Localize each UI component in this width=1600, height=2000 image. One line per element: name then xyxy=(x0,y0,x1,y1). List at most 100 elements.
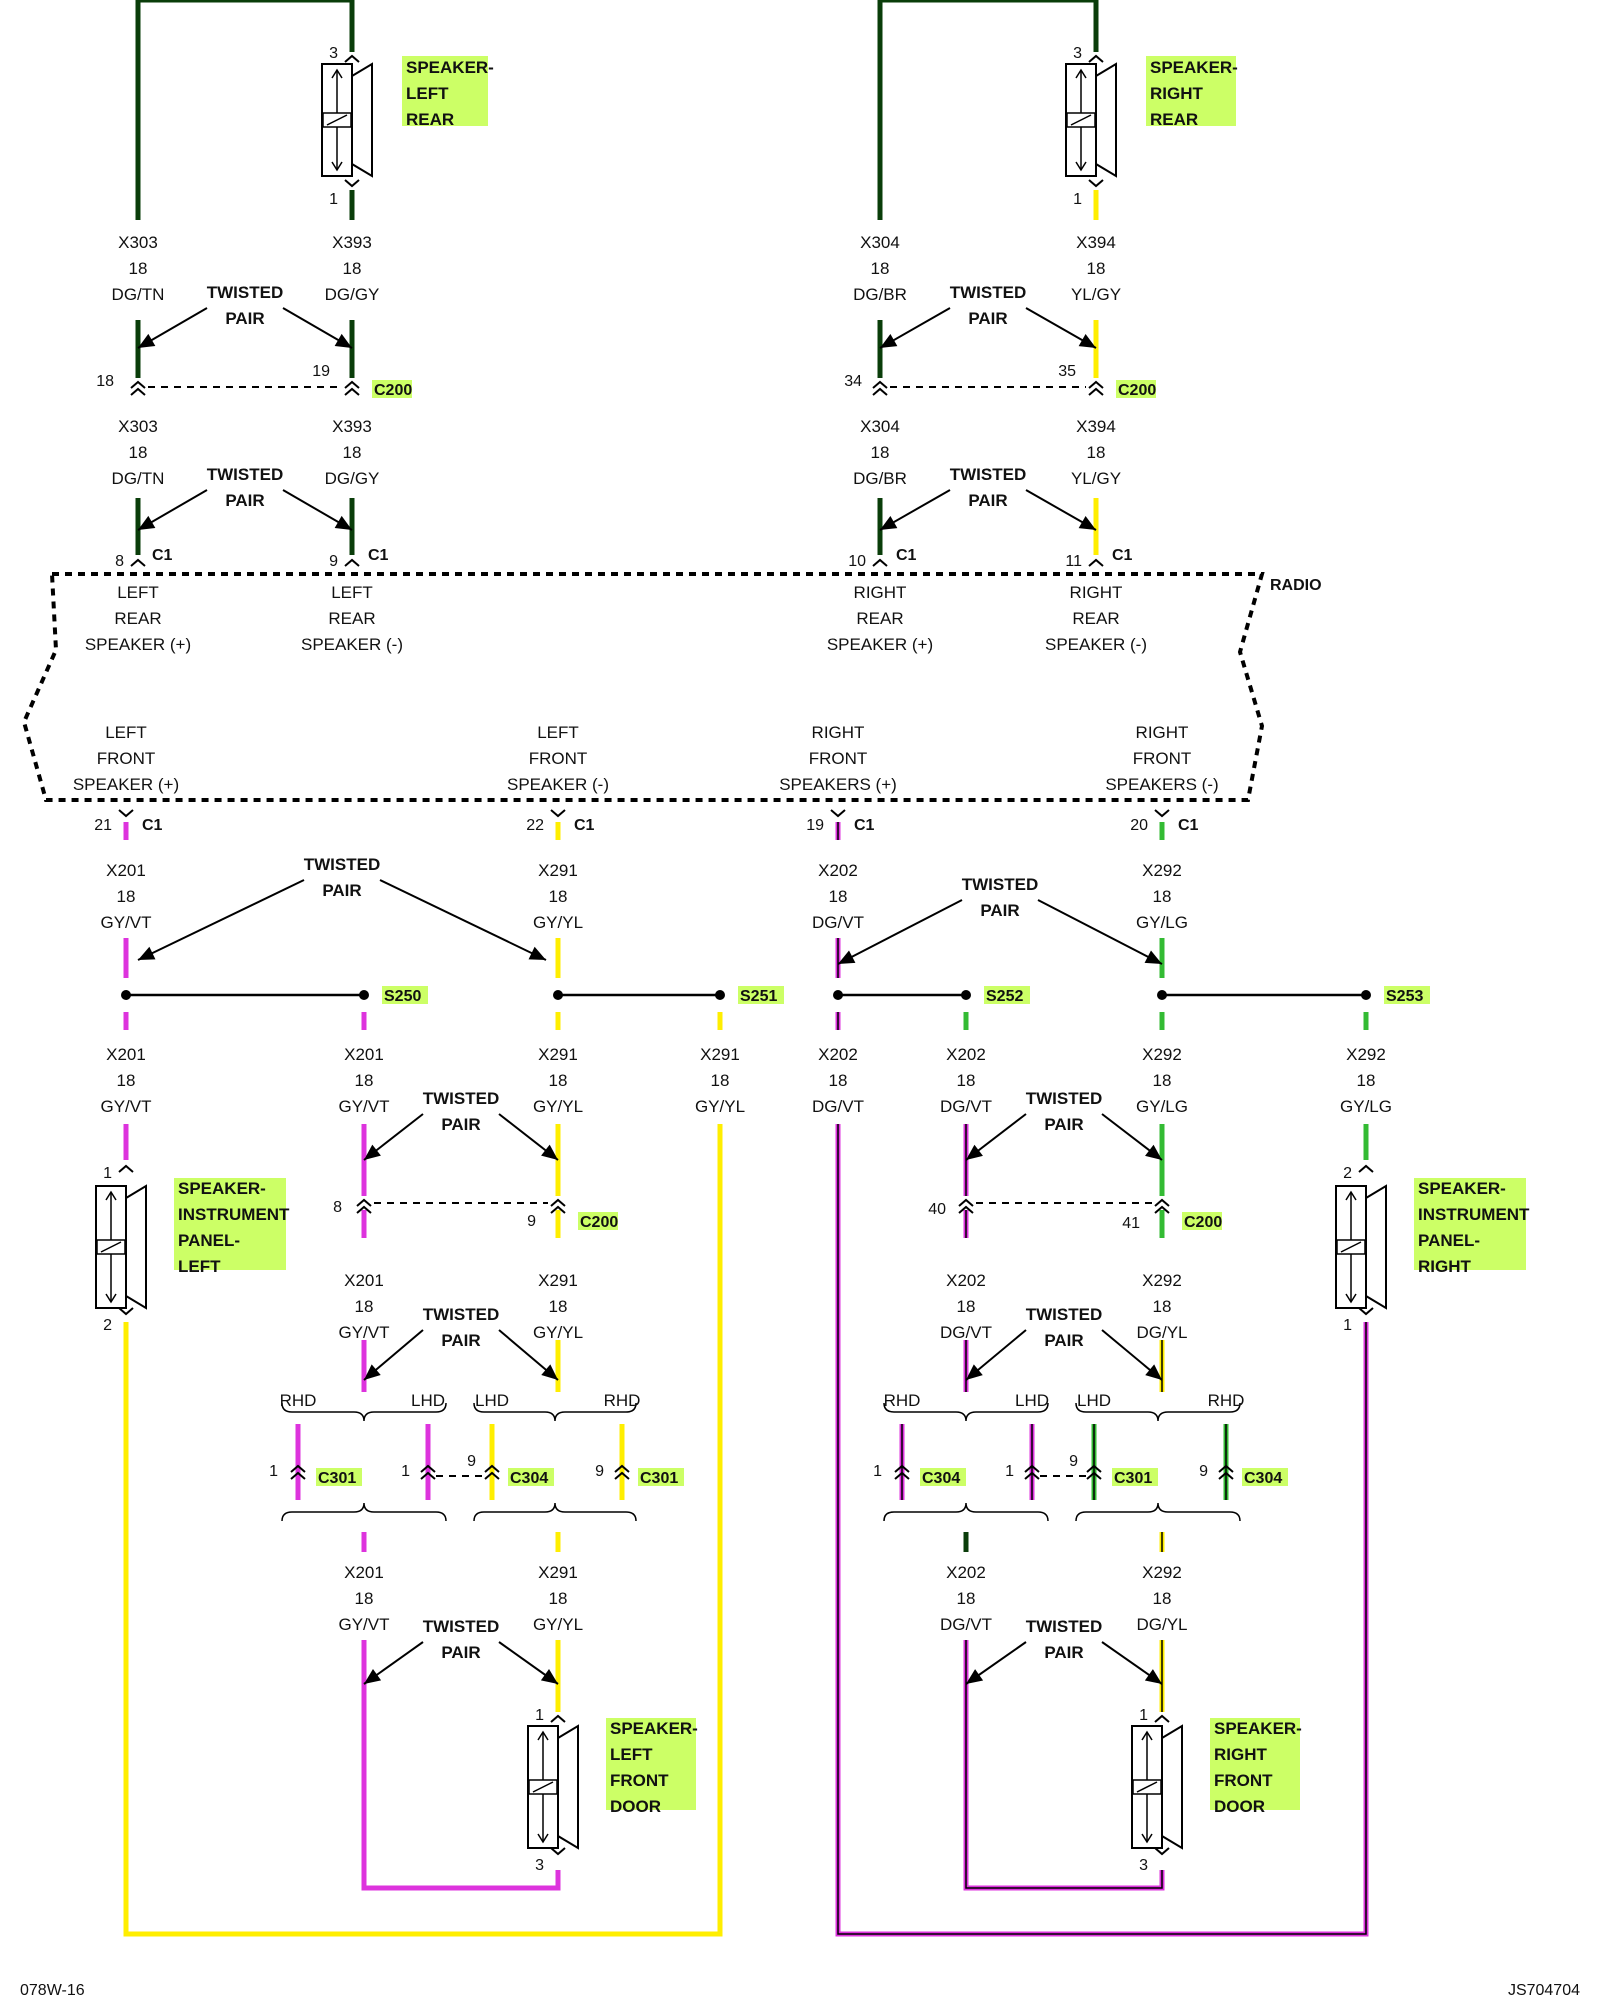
pin-number: 3 xyxy=(1139,1857,1148,1874)
connector-c200: C200 xyxy=(374,382,412,399)
wire-label: DG/VT xyxy=(812,1097,864,1116)
radio-pin-label: SPEAKER (-) xyxy=(507,775,609,794)
splice-s251-label: S251 xyxy=(740,988,777,1005)
pin-lfd-1 xyxy=(550,1714,566,1723)
option-pin xyxy=(614,1471,630,1480)
radio-pin-label: REAR xyxy=(1072,609,1119,628)
wire-label: 18 xyxy=(549,1589,568,1608)
wire-x303-top xyxy=(135,0,355,220)
wire-label: X292 xyxy=(1346,1045,1386,1064)
speaker-ip-right-label: RIGHT xyxy=(1418,1257,1472,1276)
twisted-pair-arrow-head xyxy=(1145,1364,1162,1380)
speaker-ip-left-label: PANEL- xyxy=(178,1231,240,1250)
pin-number: 22 xyxy=(526,817,544,834)
wire-label: X292 xyxy=(1142,1271,1182,1290)
footer-left: 078W-16 xyxy=(20,1982,85,1999)
speaker-ip-left-label: LEFT xyxy=(178,1257,221,1276)
wire-label: GY/VT xyxy=(100,1097,151,1116)
radio-pin-label: SPEAKERS (+) xyxy=(779,775,897,794)
brace-rhd-lhd-right-a xyxy=(883,1402,1049,1422)
twisted-pair-arrow-head xyxy=(966,1144,983,1160)
wire-label: X292 xyxy=(1142,1563,1182,1582)
wire-label: X303 xyxy=(118,417,158,436)
speaker-ip-right-label: PANEL- xyxy=(1418,1231,1480,1250)
twisted-pair-label: TWISTED xyxy=(423,1305,500,1324)
pin-c200-8 xyxy=(356,1205,372,1214)
twisted-pair-label: TWISTED xyxy=(423,1617,500,1636)
connector-c301: C301 xyxy=(318,1470,356,1487)
pin-number: 1 xyxy=(103,1165,112,1182)
c200-highlight xyxy=(372,380,412,398)
speaker-right-front-door-cone xyxy=(1161,1724,1183,1850)
speaker-lfd-label: DOOR xyxy=(610,1797,661,1816)
wire-label: GY/YL xyxy=(533,1097,583,1116)
wire-label: X202 xyxy=(946,1271,986,1290)
speaker-lfd-highlight xyxy=(606,1718,696,1810)
twisted-pair-label: TWISTED xyxy=(950,465,1027,484)
speaker-right-front-door-arrow-up xyxy=(1141,1730,1153,1741)
twisted-pair-arrow-head xyxy=(1078,333,1096,348)
twisted-pair-label: TWISTED xyxy=(207,465,284,484)
c301-highlight xyxy=(1112,1468,1158,1486)
speaker-ip-right-arrow-up xyxy=(1345,1190,1357,1201)
radio-pin-label: RIGHT xyxy=(1070,583,1123,602)
pin-c200-18 xyxy=(130,387,146,396)
twisted-pair-arrow xyxy=(837,899,963,965)
wire-label: 18 xyxy=(871,259,890,278)
wire-label: DG/BR xyxy=(853,285,907,304)
speaker-left-front-door-coil-slash xyxy=(532,1781,554,1793)
wire-label: X292 xyxy=(1142,1045,1182,1064)
twisted-pair-label: TWISTED xyxy=(423,1089,500,1108)
c304-highlight xyxy=(1242,1468,1288,1486)
speaker-right-rear-label: REAR xyxy=(1150,110,1198,129)
twisted-pair-arrow xyxy=(1037,899,1163,965)
twisted-pair-arrow-head xyxy=(880,515,898,530)
pin-rr-1 xyxy=(1088,179,1104,188)
radio-label: RADIO xyxy=(1270,577,1322,594)
radio-pin-label: RIGHT xyxy=(1136,723,1189,742)
wire-label: GY/VT xyxy=(338,1323,389,1342)
wire-label: GY/YL xyxy=(533,913,583,932)
wire-label: 18 xyxy=(1153,887,1172,906)
pin-number: 1 xyxy=(535,1707,544,1724)
wire-x202-door-tracer xyxy=(965,1640,1163,1889)
radio-pin-label: LEFT xyxy=(331,583,373,602)
splice-s252-label: S252 xyxy=(986,988,1023,1005)
pin-lr-3 xyxy=(344,54,360,63)
wire-label: YL/GY xyxy=(1071,469,1121,488)
wire-label: X201 xyxy=(344,1563,384,1582)
twisted-pair-label: PAIR xyxy=(1044,1331,1083,1350)
pin-number: 1 xyxy=(1343,1317,1352,1334)
twisted-pair-arrow-head xyxy=(1078,515,1096,530)
twisted-pair-arrow-head xyxy=(138,333,156,348)
wire-label: GY/VT xyxy=(338,1097,389,1116)
pin-number: 3 xyxy=(535,1857,544,1874)
pin-c1-21 xyxy=(118,809,134,818)
connector-c200: C200 xyxy=(580,1214,618,1231)
twisted-pair-arrow-head xyxy=(541,1144,558,1160)
speaker-ip-left-coil-slash xyxy=(100,1241,122,1253)
speaker-right-rear-label: SPEAKER- xyxy=(1150,58,1238,77)
connector-c301: C301 xyxy=(1114,1470,1152,1487)
pin-number: 1 xyxy=(873,1463,882,1480)
twisted-pair-label: TWISTED xyxy=(304,855,381,874)
wire-label: 18 xyxy=(549,1071,568,1090)
pin-number: 35 xyxy=(1058,363,1076,380)
pin-number: 1 xyxy=(1139,1707,1148,1724)
twisted-pair-arrow-head xyxy=(364,1144,381,1160)
twisted-pair-label: TWISTED xyxy=(1026,1617,1103,1636)
twisted-pair-arrow xyxy=(137,879,305,961)
pin-number: 3 xyxy=(329,45,338,62)
pin-c1-20 xyxy=(1154,809,1170,818)
pin-c200-41 xyxy=(1154,1198,1170,1207)
pin-number: 21 xyxy=(94,817,112,834)
connector-c200: C200 xyxy=(1118,382,1156,399)
speaker-right-rear-label: RIGHT xyxy=(1150,84,1204,103)
pin-ipl-2 xyxy=(118,1307,134,1316)
c200-highlight xyxy=(1116,380,1156,398)
brace-rhd-lhd-left-b xyxy=(473,1402,637,1422)
speaker-ip-left-highlight xyxy=(174,1178,286,1270)
twisted-pair-label: PAIR xyxy=(225,309,264,328)
rhd-label: RHD xyxy=(280,1391,317,1410)
